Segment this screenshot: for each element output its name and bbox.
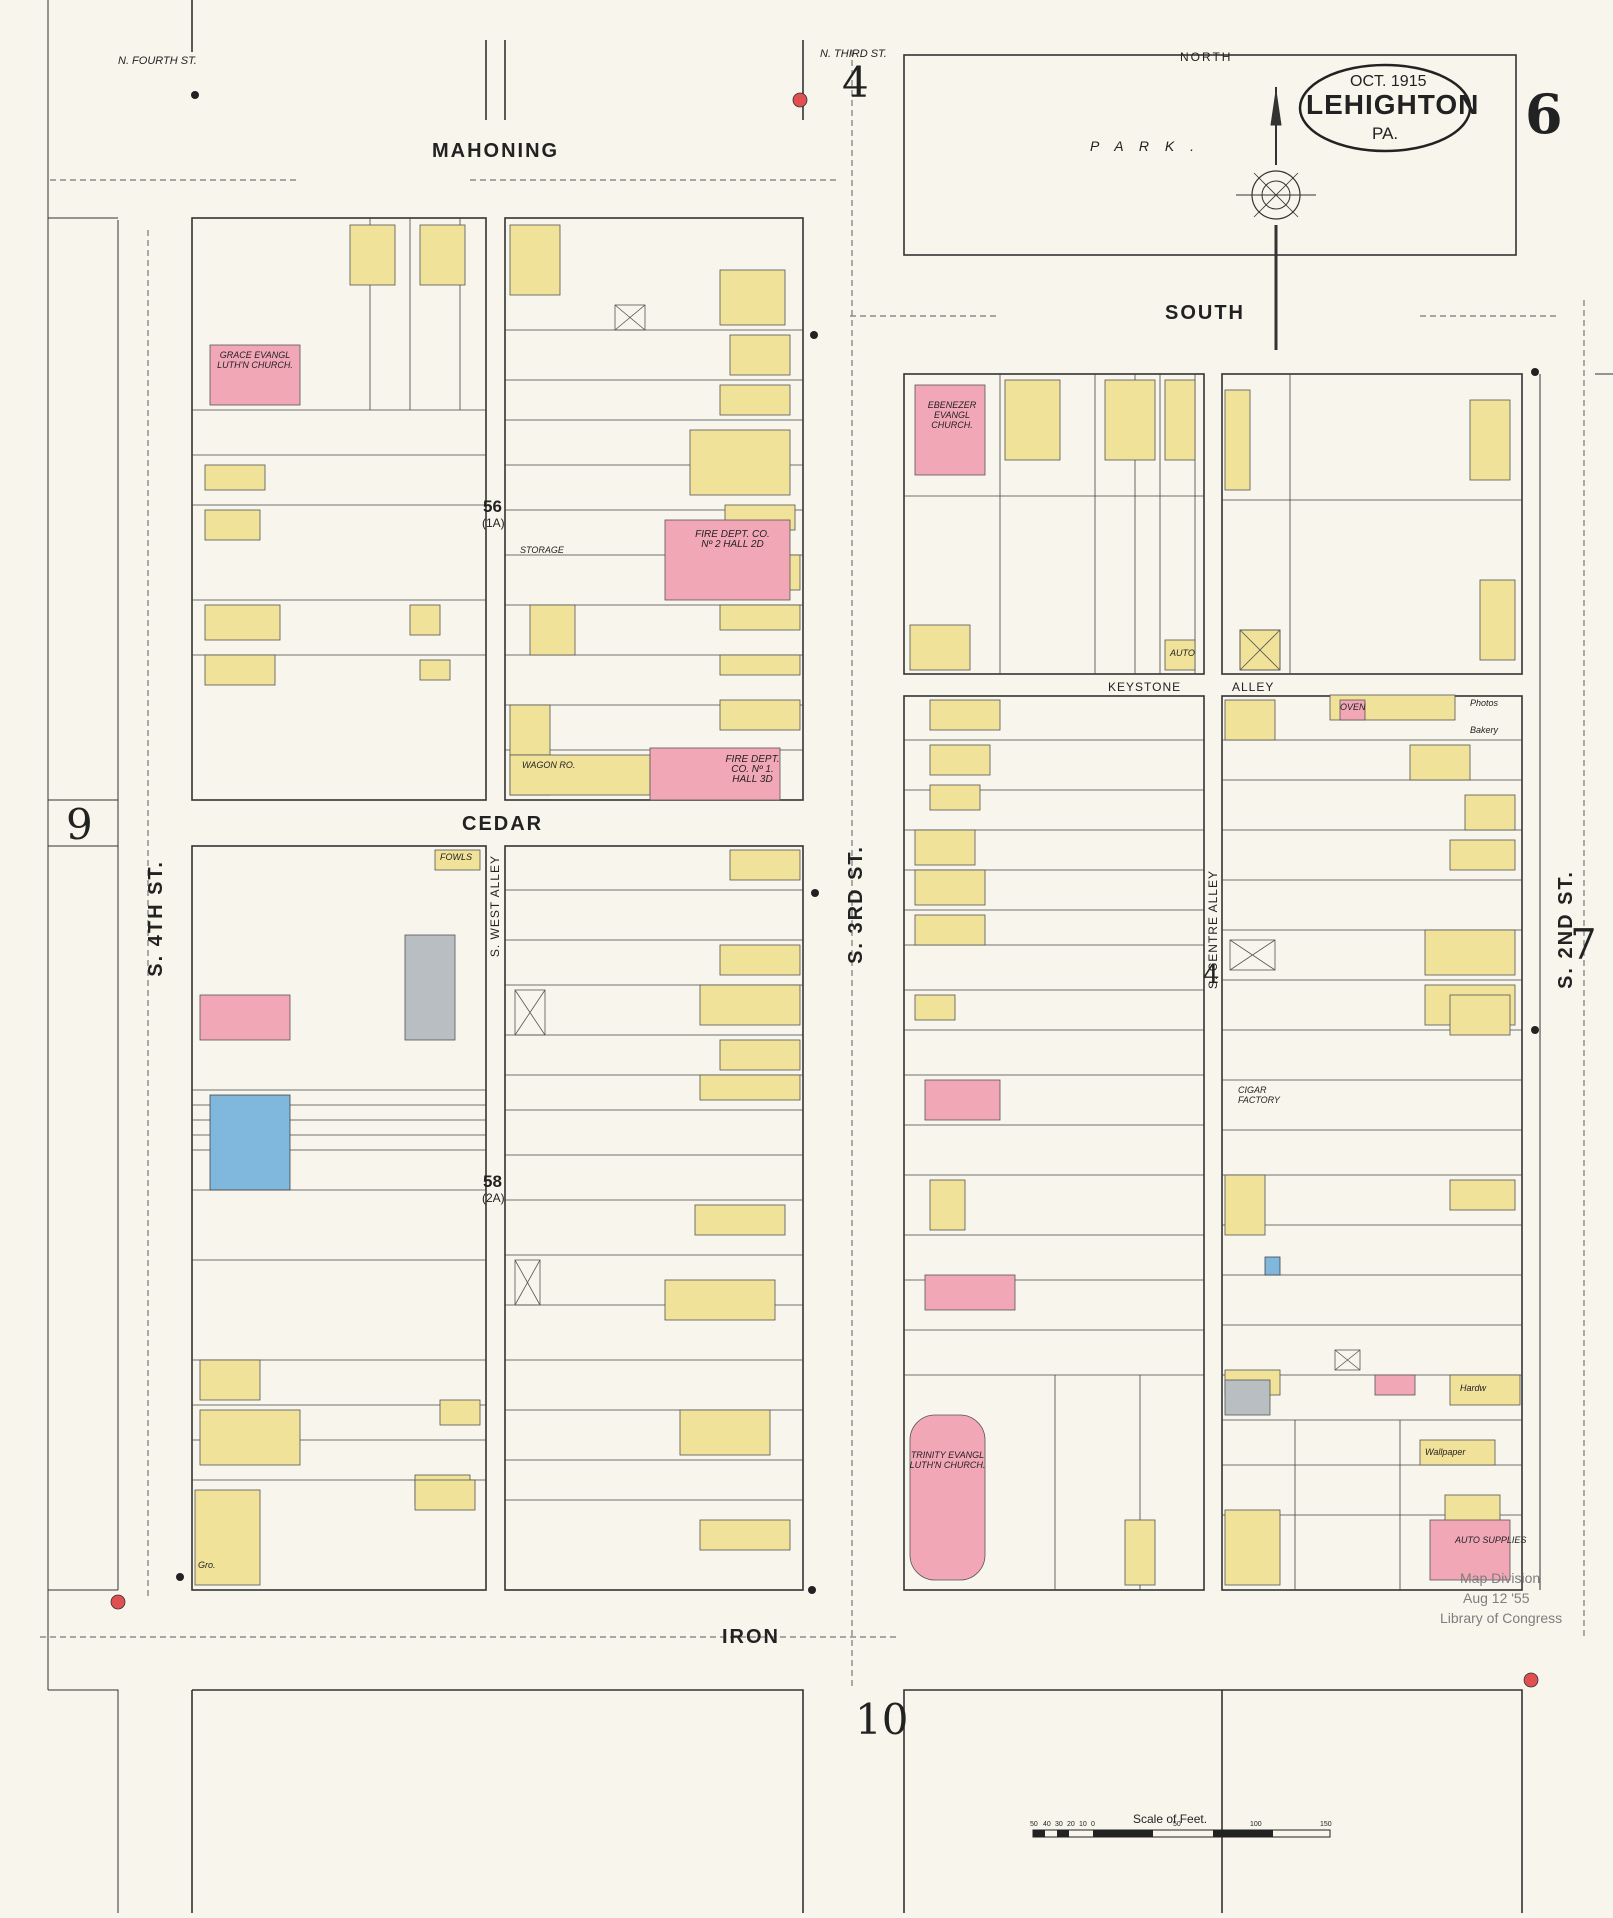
street-n-fourth: N. FOURTH ST. <box>118 55 197 67</box>
adjoining-sheet-centre: 4 <box>1203 960 1220 990</box>
sheds <box>514 304 1361 1371</box>
ebenezer-church-bldg <box>914 384 986 476</box>
hardware-label: Hardw <box>1460 1383 1487 1393</box>
stamp-line-2: Aug 12 '55 <box>1463 1590 1530 1606</box>
grocery-label: Gro. <box>198 1560 216 1570</box>
block-c <box>191 845 487 1591</box>
trinity-church-label: TRINITY EVANGL LUTH'N CHURCH. <box>909 1450 986 1470</box>
compass-rose <box>1236 87 1316 350</box>
grace-church-label: GRACE EVANGL LUTH'N CHURCH. <box>217 350 293 370</box>
wallpaper-label: Wallpaper <box>1425 1447 1466 1457</box>
adjoining-sheet-bottom: 10 <box>855 1695 909 1744</box>
stone-buildings <box>209 1094 1281 1276</box>
scale-tick-10: 10 <box>1079 1821 1087 1828</box>
block-e <box>903 373 1205 675</box>
street-n-third: N. THIRD ST. <box>820 48 887 60</box>
fire-dept-2-bldg <box>664 519 791 601</box>
street-s-3rd: S. 3RD ST. <box>845 845 867 964</box>
scale-tick-100: 100 <box>1250 1821 1262 1828</box>
stamp-line-1: Map Division <box>1460 1570 1541 1586</box>
fire-dept-1-bldg <box>649 747 781 801</box>
scale-tick-20: 20 <box>1067 1821 1075 1828</box>
street-lamps <box>176 91 1539 1594</box>
cigar-factory-label: CIGAR FACTORY <box>1238 1085 1280 1105</box>
block-number-58: 58 <box>483 1172 502 1191</box>
scale-tick-150: 150 <box>1320 1821 1332 1828</box>
lot-lines <box>192 218 1522 1590</box>
scale-title: Scale of Feet. <box>1133 1812 1208 1826</box>
bakery-label: Bakery <box>1470 725 1499 735</box>
block-number-56-sub: (1A) <box>482 516 505 530</box>
north-park <box>903 54 1517 256</box>
block-g <box>903 695 1205 1591</box>
street-s-4th: S. 4TH ST. <box>145 860 167 977</box>
fowls-label: FOWLS <box>440 852 473 862</box>
grace-church-bldg <box>209 344 301 406</box>
keystone-alley-label: ALLEY <box>1232 680 1275 694</box>
auto-supplies-label: AUTO SUPPLIES <box>1455 1535 1527 1545</box>
keystone-label: KEYSTONE <box>1108 680 1182 694</box>
street-s-west-alley: S. WEST ALLEY <box>488 855 502 958</box>
block-a <box>191 217 487 801</box>
adjoining-sheet-left: 9 <box>66 800 93 849</box>
adjoining-sheet-top: 4 <box>842 58 869 107</box>
adjoining-sheet-right: 7 <box>1570 920 1597 969</box>
wagon-room-label: WAGON RO. <box>522 760 576 770</box>
title-cartouche <box>1298 63 1472 153</box>
stamp-line-3: Library of Congress <box>1440 1610 1563 1626</box>
special-buildings <box>404 934 1271 1416</box>
scale-tick-50b: 50 <box>1173 1821 1181 1828</box>
fire-dept-2-label: FIRE DEPT. CO. Nº 2 HALL 2D <box>695 529 770 550</box>
map-date: OCT. 1915 <box>1350 73 1427 90</box>
block-f <box>1221 373 1523 675</box>
wood-buildings <box>194 224 1521 1586</box>
block-d <box>504 845 804 1591</box>
photos-label: Photos <box>1470 698 1499 708</box>
street-mahoning: MAHONING <box>432 140 560 162</box>
oven-label: OVEN <box>1340 702 1366 712</box>
street-south: SOUTH <box>1165 302 1245 324</box>
hydrants <box>110 92 1539 1688</box>
map-town-title: LEHIGHTON <box>1306 89 1480 120</box>
scale-tick-30: 30 <box>1055 1821 1063 1828</box>
brick-buildings <box>199 344 1511 1581</box>
storage-label: STORAGE <box>520 545 564 555</box>
scale-tick-0: 0 <box>1091 1821 1095 1828</box>
fire-dept-1-label: FIRE DEPT. CO. Nº 1. HALL 3D <box>725 754 780 785</box>
water-pipes <box>40 50 1585 1690</box>
block-number-58-sub: (2A) <box>482 1191 505 1205</box>
auto-label: AUTO <box>1170 648 1195 658</box>
street-cedar: CEDAR <box>462 813 544 835</box>
street-north: NORTH <box>1180 50 1233 64</box>
sheet-number: 6 <box>1525 82 1563 146</box>
block-number-56: 56 <box>483 497 502 516</box>
ebenezer-church-label: EBENEZER EVANGL CHURCH. <box>927 400 977 430</box>
street-iron: IRON <box>722 1626 780 1648</box>
park-label: P A R K . <box>1090 138 1201 154</box>
scale-tick-40: 40 <box>1043 1821 1051 1828</box>
scale-tick-50: 50 <box>1030 1821 1038 1828</box>
map-state: PA. <box>1372 124 1399 143</box>
block-outlines <box>47 0 1613 1913</box>
trinity-church-bldg <box>909 1414 986 1581</box>
scale-bar <box>1032 1829 1331 1838</box>
